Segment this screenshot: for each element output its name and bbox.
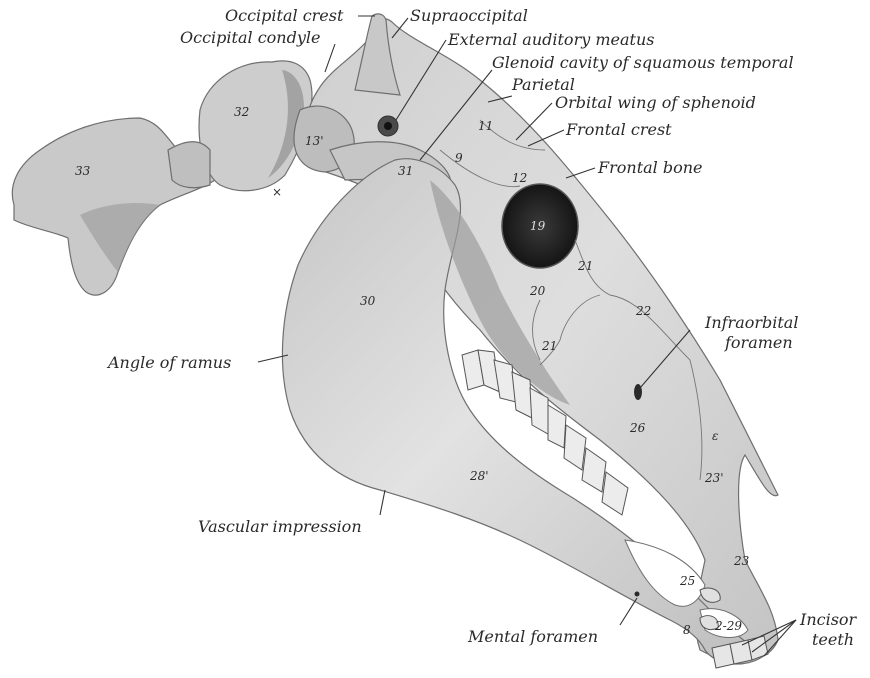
num-19: 19 [530,219,546,233]
label-parietal: Parietal [511,75,575,94]
label-infraorbital: Infraorbital [704,313,798,332]
label-vascular-impression: Vascular impression [198,517,362,536]
num-9: 9 [455,151,463,165]
label-foramen: foramen [724,333,793,352]
num-30: 30 [360,294,376,308]
label-orbital-wing: Orbital wing of sphenoid [555,93,756,112]
label-frontal-crest: Frontal crest [565,120,672,139]
num-26: 26 [629,421,646,435]
neck-link [168,142,210,188]
num-8: 8 [683,623,691,637]
num-33: 33 [75,164,91,178]
label-external-auditory-meatus: External auditory meatus [447,30,654,49]
label-occipital-crest: Occipital crest [225,6,344,25]
label-supraoccipital: Supraoccipital [410,6,528,25]
num-32: 32 [234,105,249,119]
num-21b: 21 [541,339,557,353]
num-20: 20 [529,284,546,298]
label-mental-foramen: Mental foramen [467,627,598,646]
x-mark: × [272,185,282,199]
label-frontal-bone: Frontal bone [597,158,703,177]
label-occipital-condyle: Occipital condyle [180,28,320,47]
num-23a: 23' [704,471,724,485]
label-teeth: teeth [812,630,854,649]
num-23b: 23 [733,554,750,568]
label-glenoid-cavity: Glenoid cavity of squamous temporal [492,53,794,72]
num-11: 11 [478,119,493,133]
label-incisor: Incisor [799,610,858,629]
num-29: 2-29 [714,619,742,633]
num-21: 21 [577,259,593,273]
num-25: 25 [679,574,695,588]
num-22: 22 [635,304,651,318]
num-12: 12 [512,171,527,185]
num-31: 31 [398,164,413,178]
num-28: 28' [469,469,489,483]
epsilon-mark: ε [712,429,718,443]
label-angle-of-ramus: Angle of ramus [106,353,231,372]
mental-foramen [635,592,640,597]
num-13: 13' [305,134,324,148]
